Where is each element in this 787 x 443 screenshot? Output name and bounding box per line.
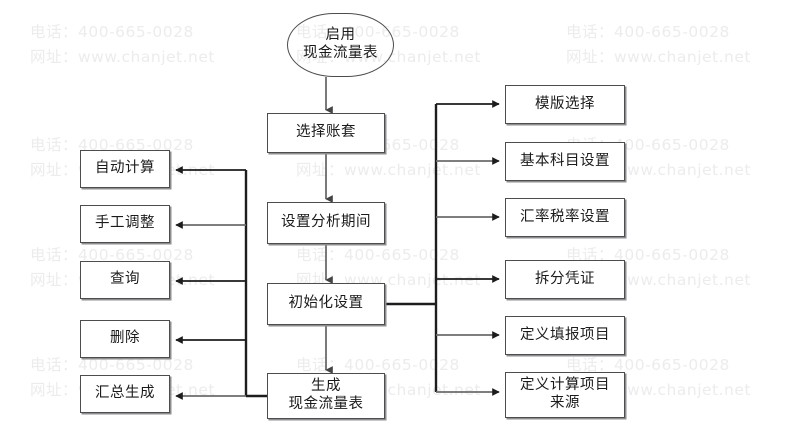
- node-template-select[interactable]: 模版选择: [505, 85, 625, 124]
- node-start[interactable]: 启用 现金流量表: [287, 13, 394, 77]
- node-init-settings-label: 初始化设置: [288, 295, 364, 312]
- node-define-calc-src-label: 定义计算项目 来源: [520, 377, 610, 411]
- node-split-voucher-label: 拆分凭证: [535, 270, 595, 287]
- node-split-voucher[interactable]: 拆分凭证: [505, 260, 625, 299]
- node-select-ledger[interactable]: 选择账套: [267, 113, 385, 153]
- node-init-settings[interactable]: 初始化设置: [267, 283, 385, 325]
- node-manual-adjust-label: 手工调整: [95, 215, 155, 232]
- node-summary-gen[interactable]: 汇总生成: [80, 375, 170, 413]
- node-query-label: 查询: [110, 271, 140, 288]
- node-define-fill-item-label: 定义填报项目: [520, 326, 610, 343]
- node-select-ledger-label: 选择账套: [296, 124, 356, 141]
- node-delete[interactable]: 删除: [80, 320, 170, 358]
- node-define-calc-src[interactable]: 定义计算项目 来源: [505, 372, 625, 418]
- node-query[interactable]: 查询: [80, 261, 170, 299]
- node-basic-subject[interactable]: 基本科目设置: [505, 142, 625, 181]
- node-generate-table[interactable]: 生成 现金流量表: [267, 373, 385, 419]
- node-auto-calc[interactable]: 自动计算: [80, 150, 170, 188]
- node-generate-table-label: 生成 现金流量表: [288, 378, 364, 412]
- node-define-fill-item[interactable]: 定义填报项目: [505, 316, 625, 355]
- edge-group-generate-to-left: [175, 166, 267, 400]
- node-auto-calc-label: 自动计算: [95, 160, 155, 177]
- node-delete-label: 删除: [110, 330, 140, 347]
- edge-group-init-to-right: [385, 100, 500, 396]
- node-set-period[interactable]: 设置分析期间: [267, 202, 385, 244]
- node-manual-adjust[interactable]: 手工调整: [80, 205, 170, 243]
- node-basic-subject-label: 基本科目设置: [520, 152, 610, 169]
- node-rate-tax[interactable]: 汇率税率设置: [505, 198, 625, 237]
- node-template-select-label: 模版选择: [535, 95, 595, 112]
- node-rate-tax-label: 汇率税率设置: [520, 208, 610, 225]
- node-set-period-label: 设置分析期间: [281, 214, 371, 231]
- node-start-label: 启用 现金流量表: [303, 27, 378, 61]
- node-summary-gen-label: 汇总生成: [95, 385, 155, 402]
